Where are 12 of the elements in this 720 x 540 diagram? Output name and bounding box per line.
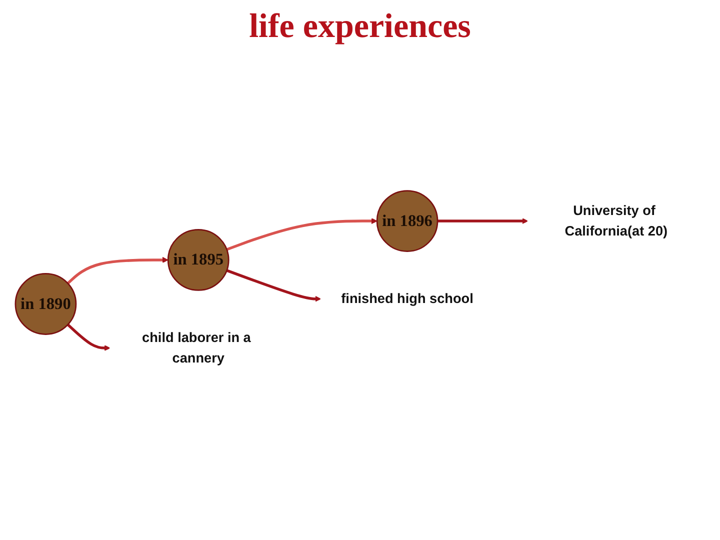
node-circle: in 1896 [376,190,438,252]
arrow [226,218,378,252]
arrow [226,270,322,302]
node-text: University of California(at 20) [564,204,668,240]
arrow [438,218,528,224]
title: life experiences [248,8,472,46]
arrow [66,257,168,285]
node-circle: in 1895 [167,230,230,292]
arrow [66,324,110,352]
node-circle: in 1890 [14,274,77,336]
node-text: finished high school [341,292,474,307]
node-text: child laborer in a cannery [142,330,251,366]
